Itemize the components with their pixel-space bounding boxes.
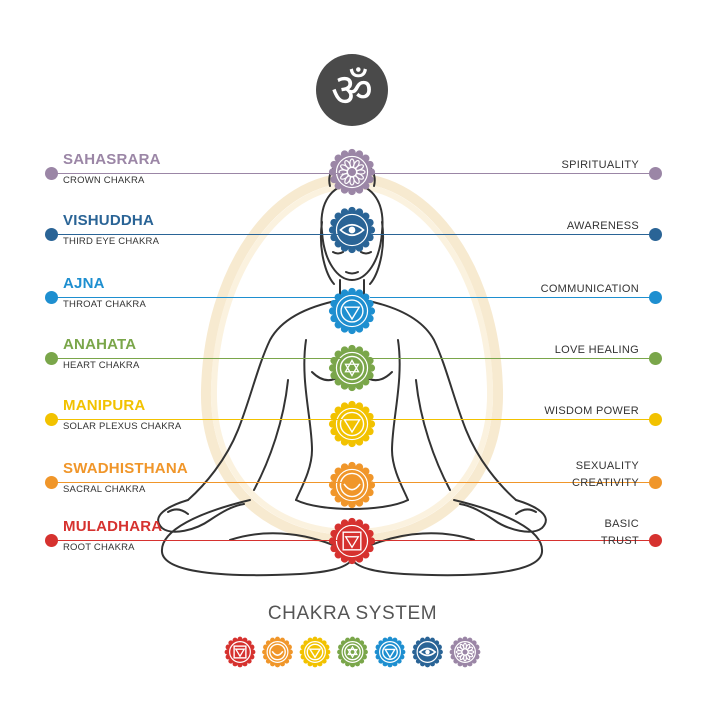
connector-line-right — [370, 358, 656, 359]
chakra-name: AJNA — [63, 275, 105, 292]
chakra-row-sahasrara: SAHASRARA CROWN CHAKRA SPIRITUALITY — [0, 151, 705, 197]
bullet-dot-right — [649, 167, 662, 180]
quality-line: LOVE HEALING — [554, 344, 639, 356]
quality-line: CREATIVITY — [572, 477, 639, 489]
chakra-quality: LOVE HEALING — [555, 342, 639, 359]
svg-text:ॐ: ॐ — [331, 63, 373, 117]
chakra-subtitle: ROOT CHAKRA — [63, 542, 135, 553]
bullet-dot-left — [45, 413, 58, 426]
quality-line: BASIC — [604, 518, 639, 530]
chakra-row-muladhara: MULADHARA ROOT CHAKRA BASIC TRUST — [0, 518, 705, 564]
bullet-dot-right — [649, 228, 662, 241]
connector-line-left — [52, 173, 342, 174]
chakra-quality: SPIRITUALITY — [561, 157, 639, 174]
throat-triangle-icon — [328, 287, 376, 335]
legend-icons — [224, 636, 481, 668]
bullet-dot-left — [45, 534, 58, 547]
bullet-dot-right — [649, 291, 662, 304]
chakra-subtitle: SACRAL CHAKRA — [63, 484, 146, 495]
connector-line-left — [52, 297, 342, 298]
connector-line-left — [52, 234, 342, 235]
chakra-name: ANAHATA — [63, 336, 137, 353]
third-eye-chakra-icon — [412, 636, 443, 668]
om-symbol-icon: ॐ — [316, 54, 388, 126]
bullet-dot-right — [649, 476, 662, 489]
bullet-dot-left — [45, 291, 58, 304]
connector-line-right — [370, 234, 656, 235]
square-triangle-icon — [328, 517, 376, 565]
connector-line-left — [52, 540, 342, 541]
chakra-row-manipura: MANIPURA SOLAR PLEXUS CHAKRA WISDOM POWER — [0, 397, 705, 443]
heart-chakra-icon — [337, 636, 368, 668]
bullet-dot-right — [649, 352, 662, 365]
chakra-legend — [224, 634, 484, 668]
connector-line-right — [370, 173, 656, 174]
bullet-dot-left — [45, 228, 58, 241]
connector-line-left — [52, 419, 342, 420]
chakra-quality: COMMUNICATION — [541, 281, 639, 298]
chakra-name: SAHASRARA — [63, 151, 161, 168]
connector-line-right — [370, 540, 656, 541]
quality-line: TRUST — [600, 535, 639, 547]
third-eye-icon — [328, 206, 376, 254]
connector-line-right — [370, 419, 656, 420]
chakra-name: SWADHISTHANA — [63, 460, 188, 477]
hexagram-icon — [328, 344, 376, 392]
chakra-subtitle: SOLAR PLEXUS CHAKRA — [63, 421, 182, 432]
bullet-dot-right — [649, 534, 662, 547]
crescent-icon — [328, 461, 376, 509]
chakra-quality: AWARENESS — [567, 218, 639, 235]
quality-line: SEXUALITY — [575, 460, 639, 472]
connector-line-right — [370, 297, 656, 298]
chakra-quality: BASIC TRUST — [601, 516, 639, 550]
diagram-title: CHAKRA SYSTEM — [267, 603, 438, 624]
bullet-dot-left — [45, 352, 58, 365]
solar-plexus-chakra-icon — [299, 636, 331, 668]
bullet-dot-right — [649, 413, 662, 426]
chakra-subtitle: THROAT CHAKRA — [63, 299, 147, 310]
bullet-dot-left — [45, 167, 58, 180]
chakra-quality: WISDOM POWER — [544, 403, 639, 420]
connector-line-left — [52, 482, 342, 483]
chakra-row-ajna: AJNA THROAT CHAKRA COMMUNICATION — [0, 275, 705, 321]
chakra-subtitle: CROWN CHAKRA — [63, 175, 145, 186]
quality-line: COMMUNICATION — [540, 283, 639, 295]
quality-line: AWARENESS — [566, 220, 639, 232]
connector-line-right — [370, 482, 656, 483]
crown-chakra-icon — [449, 636, 481, 668]
chakra-row-anahata: ANAHATA HEART CHAKRA LOVE HEALING — [0, 336, 705, 382]
quality-line: WISDOM POWER — [544, 405, 639, 417]
chakra-name: MULADHARA — [63, 518, 163, 535]
chakra-quality: SEXUALITY CREATIVITY — [572, 458, 639, 492]
quality-line: SPIRITUALITY — [561, 159, 639, 171]
connector-line-left — [52, 358, 342, 359]
chakra-subtitle: THIRD EYE CHAKRA — [63, 236, 160, 247]
lotus-thousand-petal-icon — [328, 148, 376, 196]
bullet-dot-left — [45, 476, 58, 489]
root-chakra-icon — [224, 636, 256, 668]
throat-chakra-icon — [374, 636, 406, 668]
triangle-down-icon — [328, 400, 376, 448]
chakra-name: VISHUDDHA — [63, 212, 154, 229]
chakra-subtitle: HEART CHAKRA — [63, 360, 140, 371]
chakra-name: MANIPURA — [63, 397, 146, 414]
chakra-row-swadhisthana: SWADHISTHANA SACRAL CHAKRA SEXUALITY CREATI… — [0, 460, 705, 506]
sacral-chakra-icon — [262, 636, 293, 668]
chakra-row-vishuddha: VISHUDDHA THIRD EYE CHAKRA AWARENESS — [0, 212, 705, 258]
